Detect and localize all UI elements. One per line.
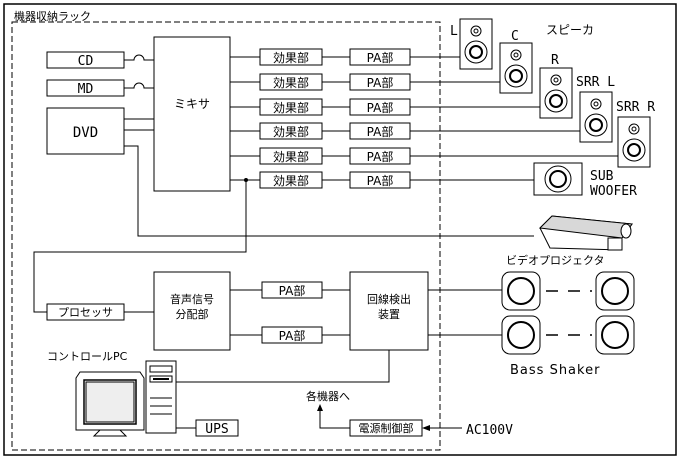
pc-label: コントロールPC xyxy=(47,350,128,363)
processor-label: プロセッサ xyxy=(58,306,113,319)
bass-shaker-label: Bass Shaker xyxy=(510,363,600,378)
bass-shaker-bottom-left xyxy=(501,315,541,355)
effect-label: 効果部 xyxy=(273,173,309,188)
to-devices-arrowhead xyxy=(317,404,323,411)
distributor-box xyxy=(153,271,231,351)
pa-label: PA部 xyxy=(367,100,394,115)
speaker-srr-l-label: SRR L xyxy=(576,75,615,90)
power-control-label: 電源制御部 xyxy=(359,421,414,435)
effect-label: 効果部 xyxy=(273,75,309,90)
lower-wires xyxy=(230,289,502,336)
pa-label: PA部 xyxy=(367,50,394,65)
speaker-c-label: C xyxy=(511,29,519,44)
speaker-srr-r xyxy=(617,116,651,168)
pc-wires xyxy=(176,350,390,429)
subwoofer xyxy=(533,162,583,196)
projector-label: ビデオプロジェクタ xyxy=(506,253,605,267)
speaker-l xyxy=(459,18,493,70)
speaker-c xyxy=(499,42,533,94)
dvd-box xyxy=(46,107,125,155)
pa-label: PA部 xyxy=(367,124,394,139)
pc-monitor-icon xyxy=(75,371,145,437)
rack-title: 機器収納ラック xyxy=(14,9,91,23)
mixer-box xyxy=(153,36,231,192)
source-wires xyxy=(124,54,534,237)
to-devices-label: 各機器へ xyxy=(306,389,350,403)
speaker-srr-r-label: SRR R xyxy=(616,100,655,115)
projector-icon xyxy=(538,215,633,251)
detector-label-1: 回線検出 xyxy=(367,292,411,306)
lower-pa-box-1 xyxy=(261,281,323,299)
pa-label: PA部 xyxy=(367,75,394,90)
speaker-srr-l xyxy=(579,91,613,143)
ups-label: UPS xyxy=(205,422,228,437)
detector-box xyxy=(349,271,429,351)
cd-label: CD xyxy=(78,54,94,69)
mixer-label: ミキサ xyxy=(174,97,210,111)
outer-frame xyxy=(3,3,677,456)
speaker-r-label: R xyxy=(551,53,559,68)
bass-shaker-dashes xyxy=(546,290,592,336)
lower-pa-box-2 xyxy=(261,326,323,344)
processor-wires xyxy=(33,180,247,313)
bass-shaker-top-right xyxy=(595,271,635,311)
speaker-l-label: L xyxy=(450,24,458,39)
distributor-label-1: 音声信号 xyxy=(170,292,214,306)
effect-label: 効果部 xyxy=(273,100,309,115)
bass-shaker-bottom-right xyxy=(595,315,635,355)
pc-tower-icon xyxy=(145,360,177,434)
speaker-r xyxy=(539,67,573,119)
pa-label: PA部 xyxy=(367,173,394,188)
ac-input-label: AC100V xyxy=(466,423,513,438)
detector-label-2: 装置 xyxy=(378,308,400,321)
dvd-label: DVD xyxy=(73,125,98,141)
subwoofer-label-2: WOOFER xyxy=(590,184,637,199)
distributor-label-2: 分配部 xyxy=(176,307,209,321)
junction-dot xyxy=(244,178,248,182)
ac-input-arrowhead xyxy=(422,425,430,431)
pa-label: PA部 xyxy=(367,149,394,164)
md-label: MD xyxy=(78,82,94,97)
subwoofer-label-1: SUB xyxy=(590,169,614,184)
effect-label: 効果部 xyxy=(273,50,309,65)
to-devices-arrow xyxy=(319,409,350,429)
lower-pa-label-1: PA部 xyxy=(279,283,306,298)
lower-pa-label-2: PA部 xyxy=(279,328,306,343)
bass-shaker-top-left xyxy=(501,271,541,311)
processor-box xyxy=(46,303,125,321)
effect-label: 効果部 xyxy=(273,149,309,164)
effect-label: 効果部 xyxy=(273,124,309,139)
ups-box xyxy=(195,419,239,437)
speaker-heading: スピーカ xyxy=(546,23,594,37)
